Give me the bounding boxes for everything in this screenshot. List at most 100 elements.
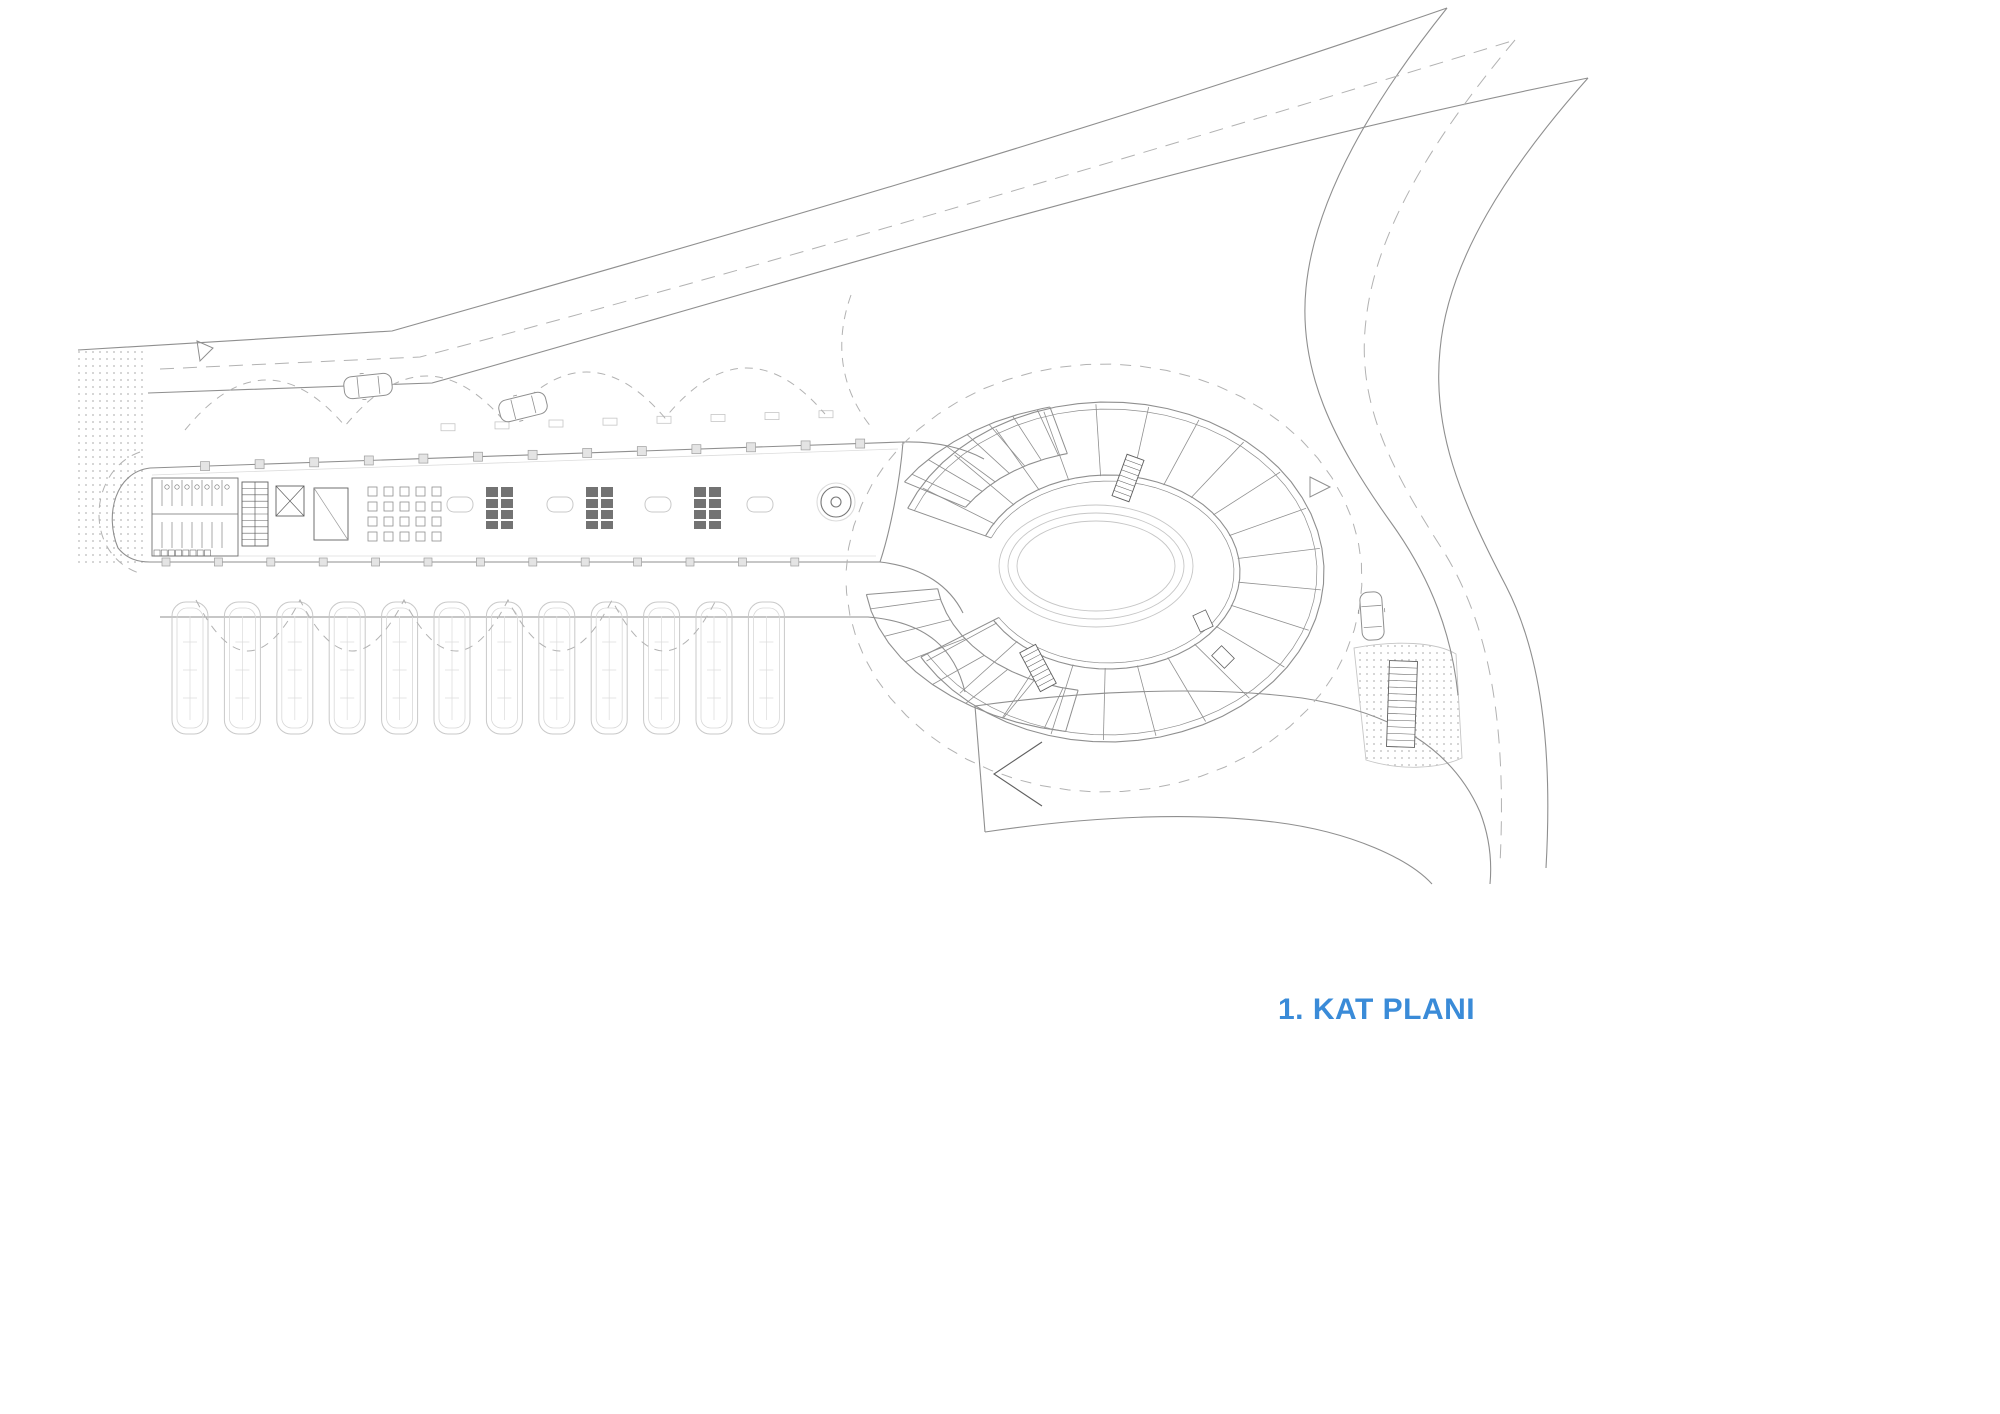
terminal-column	[636, 446, 647, 456]
ring-stair-tread	[1125, 459, 1143, 466]
canopy-tick	[710, 414, 726, 422]
ring-spoke	[1163, 419, 1200, 486]
ring-spoke	[922, 487, 995, 525]
lower-wing-spoke	[1002, 680, 1035, 719]
cafe-table	[431, 486, 442, 497]
median-stair-tread	[1386, 732, 1415, 735]
terminal-column	[418, 453, 429, 464]
platform-column	[738, 557, 747, 567]
ring-spoke	[1043, 411, 1070, 481]
bus-bay	[747, 601, 785, 735]
restroom-fixture	[174, 484, 180, 490]
bus-bay-inner	[753, 607, 780, 729]
car-rear-window	[1363, 625, 1382, 629]
ring-spoke	[995, 428, 1040, 491]
terminal-column	[527, 449, 538, 460]
car-mirror	[512, 394, 518, 397]
bus-bay	[381, 601, 419, 735]
ramp-road	[974, 690, 1492, 885]
road-right-inner-edge	[1304, 7, 1459, 696]
bus-bay	[538, 601, 576, 735]
cafe-table	[415, 516, 426, 527]
ramp-top-edge	[974, 690, 1492, 885]
terminal-column	[582, 448, 593, 458]
bench-pill	[746, 496, 774, 513]
ring-spoke	[959, 640, 1018, 694]
seating-row-gap	[586, 519, 613, 521]
road-right-outer-edge	[1438, 77, 1589, 869]
median-stair-outline	[1386, 660, 1418, 748]
platform-column	[318, 557, 328, 567]
cafe-table	[415, 531, 426, 542]
cafe-table	[399, 516, 410, 527]
road-right-centerline	[1363, 39, 1516, 865]
lower-wing-spoke	[870, 598, 941, 610]
ring-stair-tread	[1115, 485, 1133, 492]
courtyard-ellipse	[998, 504, 1194, 628]
bus-bay	[433, 601, 471, 735]
bus-bay	[171, 601, 209, 735]
kiosk	[1211, 645, 1235, 669]
ring-spoke	[1230, 604, 1309, 631]
upper-wing-spoke	[911, 473, 971, 503]
restroom-fixture	[194, 484, 200, 490]
bus-bay-inner	[490, 607, 518, 729]
bus-bay	[485, 601, 523, 735]
lower-wing-spoke	[1043, 687, 1064, 729]
cafe-table	[399, 501, 410, 512]
road-top-centerline	[159, 39, 1516, 370]
ring-stair-tread	[1123, 464, 1141, 471]
bench-pill	[546, 496, 574, 513]
canopy-tick	[602, 417, 618, 426]
seating-row-gap	[586, 497, 613, 499]
restroom-sink	[168, 549, 175, 557]
ring-spoke	[1237, 547, 1320, 559]
cafe-table	[415, 486, 426, 497]
bus-bay-inner	[386, 607, 414, 729]
ramp-direction-arrow	[993, 741, 1043, 807]
ring-kiosks	[1192, 609, 1235, 669]
platform-column	[214, 557, 223, 567]
upper-wing-cap	[904, 481, 966, 508]
ring-stair-tread	[1022, 648, 1039, 658]
bus-bay-inner	[333, 607, 361, 729]
ring-stair-tread	[1037, 678, 1054, 688]
lower-wing-inner	[937, 588, 1079, 691]
car-icon	[1358, 591, 1386, 641]
ring-inner-wall	[985, 474, 1241, 670]
canopy-tick	[440, 423, 456, 432]
ring-stair-tread	[1035, 673, 1052, 683]
restroom-sink	[189, 549, 197, 557]
cafe-table	[415, 501, 426, 512]
terminal-inner-top	[151, 448, 899, 476]
restroom-fixture	[224, 484, 230, 490]
upper-wing-spoke	[927, 459, 983, 492]
platform-column	[790, 557, 800, 567]
kiosk	[1192, 609, 1214, 633]
ring-spoke	[1050, 664, 1074, 735]
median-stair-tread	[1387, 706, 1416, 709]
ring-spoke	[1194, 643, 1250, 699]
canopy-tick	[494, 421, 510, 430]
seating-row-gap	[486, 497, 513, 499]
ring-stair	[1111, 453, 1145, 503]
seating-row-gap	[486, 519, 513, 521]
bus-bay	[590, 601, 628, 735]
road-top-lower-edge	[147, 77, 1589, 394]
median-stair-tread	[1389, 666, 1418, 669]
car-windshield	[1361, 604, 1382, 608]
car-body	[498, 391, 548, 423]
bench-pill	[644, 496, 672, 513]
service-shaft	[313, 487, 349, 541]
median-stair-tread	[1388, 686, 1417, 689]
canopy-tick	[764, 412, 780, 420]
ring-spoke	[1136, 665, 1157, 736]
cafe-table	[431, 516, 442, 527]
lower-wing-spoke	[884, 619, 951, 637]
median-stair-tread	[1387, 713, 1416, 715]
restroom-sink	[196, 549, 204, 557]
cafe-table	[399, 486, 410, 497]
ring-stair-tread	[1117, 479, 1135, 487]
median-stair-tread	[1388, 680, 1417, 682]
bus-bay-inner	[595, 607, 623, 729]
